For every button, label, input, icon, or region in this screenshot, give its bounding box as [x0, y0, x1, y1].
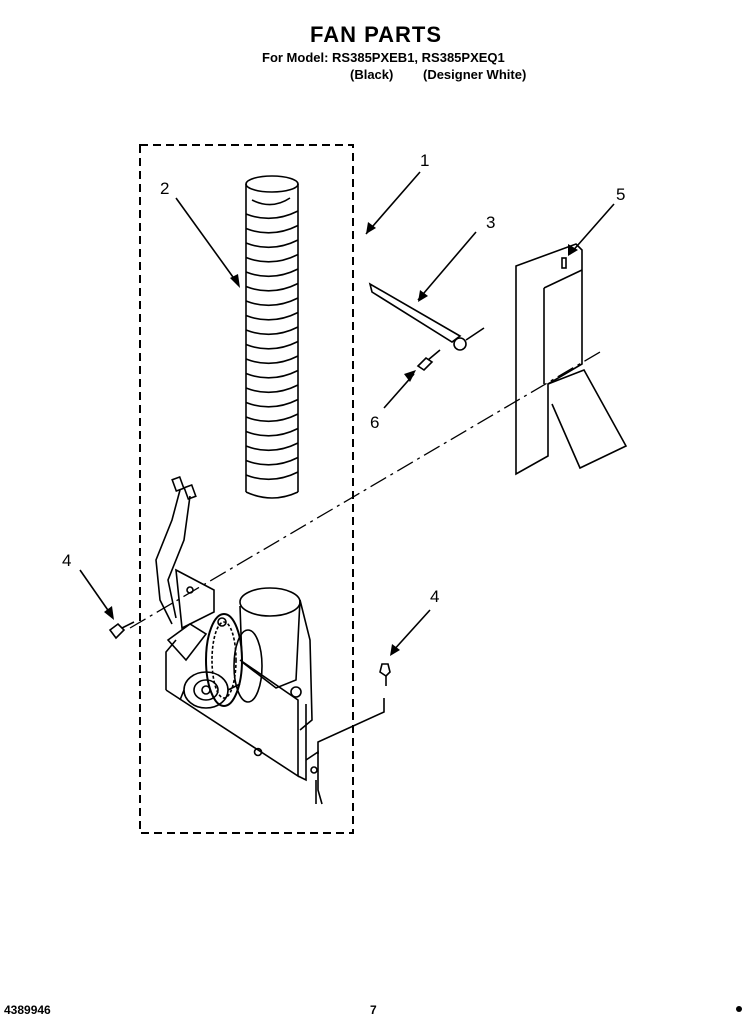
model-numbers: For Model: RS385PXEB1, RS385PXEQ1: [262, 50, 505, 65]
callout-6: 6: [370, 413, 379, 432]
duct-coil: [245, 427, 299, 437]
callout-4-right: 4: [430, 587, 439, 606]
variant-black: (Black): [350, 67, 394, 82]
arrowhead-4-right: [390, 644, 400, 656]
leader-2: [175, 197, 239, 285]
diagram-title: FAN PARTS: [309, 22, 443, 47]
duct-coil: [245, 210, 299, 220]
leader-5: [569, 203, 615, 255]
footer-page-number: 7: [370, 1003, 377, 1017]
duct-coil: [245, 340, 299, 350]
model-variants: (Black) (Designer White): [350, 67, 552, 82]
bracket: [515, 243, 628, 476]
duct-coil: [245, 369, 299, 379]
duct-coil: [245, 456, 299, 466]
duct-coil: [245, 442, 299, 452]
assembly-boundary: [139, 144, 354, 834]
duct-coil: [245, 282, 299, 292]
leader-4-left: [79, 569, 113, 617]
leader-4-right: [391, 609, 431, 653]
callout-4-left: 4: [62, 551, 71, 570]
duct-coil: [245, 268, 299, 278]
duct-coil: [245, 311, 299, 321]
arrowhead-2: [230, 274, 240, 288]
callout-5: 5: [616, 185, 625, 204]
alignment-line: [129, 351, 601, 629]
leader-1: [365, 171, 421, 235]
duct-coil: [245, 326, 299, 336]
arrowhead-6: [404, 370, 416, 382]
callout-2: 2: [160, 179, 169, 198]
screw-4-left: [108, 621, 135, 640]
fan-motor-assembly: [165, 568, 323, 805]
arrowhead-1: [366, 222, 376, 234]
variant-designer-white: (Designer White): [422, 67, 527, 82]
arrowhead-3: [418, 290, 428, 302]
strap-clamp: [368, 282, 485, 351]
footer-part-number: 4389946: [4, 1003, 51, 1017]
wire-harness: [155, 475, 197, 625]
arrowhead-5: [568, 244, 578, 256]
spiral-duct: [245, 175, 299, 499]
registration-mark: [736, 1006, 742, 1012]
duct-coil: [245, 239, 299, 249]
duct-coil: [245, 355, 299, 365]
duct-coil: [245, 384, 299, 394]
duct-coil: [245, 297, 299, 307]
duct-coil: [245, 471, 299, 481]
screw-6: [416, 349, 441, 372]
arrowhead-4-left: [104, 606, 114, 620]
duct-coil: [245, 224, 299, 234]
callout-3: 3: [486, 213, 495, 232]
duct-coil: [245, 253, 299, 263]
screw-4-right: [317, 663, 391, 754]
leader-3: [417, 231, 477, 301]
duct-coil: [245, 398, 299, 408]
callout-1: 1: [420, 151, 429, 170]
duct-coil: [245, 413, 299, 423]
